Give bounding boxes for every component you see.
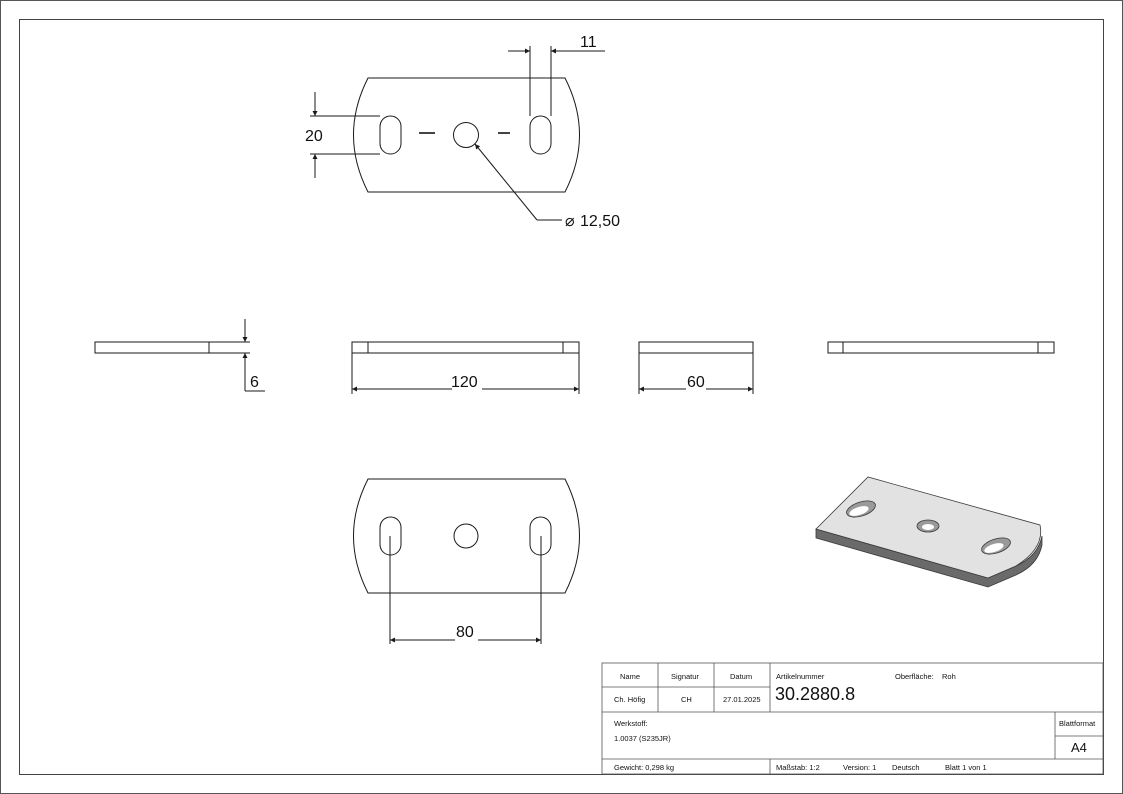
tb-massstab: Maßstab: 1:2	[776, 763, 820, 772]
dim-length	[351, 353, 580, 394]
tb-value-signatur: CH	[681, 695, 692, 704]
tb-header-datum: Datum	[730, 672, 752, 681]
dim-slot-length	[310, 92, 380, 178]
top-view-outline	[353, 77, 580, 193]
dim-slot-spacing	[389, 536, 542, 644]
tb-blattformat-label: Blattformat	[1059, 719, 1096, 728]
dim-width	[638, 353, 754, 394]
side-view-right	[638, 341, 754, 354]
tb-sprache: Deutsch	[892, 763, 920, 772]
tb-artikelnummer: 30.2880.8	[775, 684, 855, 704]
bottom-view-outline	[353, 478, 580, 594]
tb-oberflaeche-label: Oberfläche:	[895, 672, 934, 681]
dim-thickness-label: 6	[250, 374, 259, 391]
dim-slot-spacing-label: 80	[456, 624, 474, 641]
dim-length-label: 120	[451, 374, 478, 391]
tb-blattformat-value: A4	[1071, 740, 1087, 755]
isometric-view	[815, 476, 1043, 588]
tb-werkstoff-value: 1.0037 (S235JR)	[614, 734, 671, 743]
diameter-symbol: ⌀	[565, 213, 575, 230]
engraving-mark-right	[498, 132, 510, 134]
tb-version: Version: 1	[843, 763, 876, 772]
dim-hole-diameter-label: 12,50	[580, 213, 620, 230]
side-view-left	[94, 341, 210, 354]
tb-artikelnummer-label: Artikelnummer	[776, 672, 825, 681]
iso-slot-left-inner	[849, 506, 869, 516]
title-block	[601, 662, 1104, 775]
tb-value-name: Ch. Höfig	[614, 695, 645, 704]
dim-slot-width-label: 11	[580, 34, 597, 51]
tb-blatt: Blatt 1 von 1	[945, 763, 987, 772]
bottom-view	[353, 478, 580, 594]
dim-slot-width	[508, 46, 605, 116]
dim-slot-length-label: 20	[305, 128, 323, 145]
dim-thickness	[209, 319, 265, 392]
tb-header-name: Name	[620, 672, 640, 681]
slot-left	[379, 115, 402, 155]
tb-oberflaeche-value: Roh	[942, 672, 956, 681]
center-hole	[453, 122, 479, 148]
edge-views	[94, 341, 1055, 354]
inner-frame	[19, 19, 1104, 775]
tb-header-signatur: Signatur	[671, 672, 699, 681]
tb-werkstoff-label: Werkstoff:	[614, 719, 647, 728]
tb-value-datum: 27.01.2025	[723, 695, 761, 704]
iso-side-face	[815, 528, 1043, 588]
front-view	[351, 341, 580, 354]
iso-slot-right-inner	[984, 543, 1004, 553]
rear-view	[827, 341, 1055, 354]
slot-right	[529, 115, 552, 155]
bottom-center-hole	[453, 523, 479, 549]
engraving-mark-left	[419, 132, 435, 134]
dim-hole-diameter	[474, 143, 562, 221]
top-view	[353, 77, 580, 193]
dim-width-label: 60	[687, 374, 705, 391]
iso-center-hole-inner	[922, 524, 934, 530]
tb-gewicht: Gewicht: 0,298 kg	[614, 763, 674, 772]
